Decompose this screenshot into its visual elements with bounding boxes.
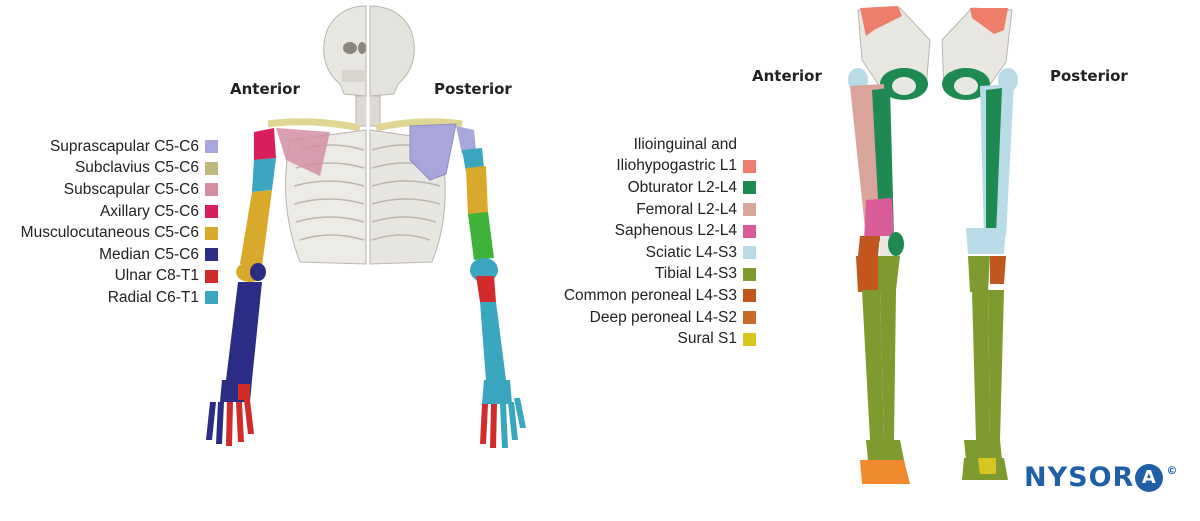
legend-swatch bbox=[205, 183, 218, 197]
legend-label: Musculocutaneous C5-C6 bbox=[20, 224, 199, 242]
legend-item-sural: Sural S1 bbox=[564, 328, 756, 350]
legend-swatch bbox=[205, 161, 218, 175]
legend-item-femoral: Femoral L2-L4 bbox=[564, 199, 756, 221]
legend-item-musculocutaneous: Musculocutaneous C5-C6 bbox=[21, 222, 218, 244]
anterior-leg bbox=[848, 68, 910, 484]
legend-swatch bbox=[205, 140, 218, 154]
legend-swatch bbox=[743, 332, 756, 346]
legend-item-tibial: Tibial L4-S3 bbox=[564, 264, 756, 286]
legend-swatch bbox=[205, 248, 218, 262]
logo-text-o: O bbox=[1088, 462, 1113, 493]
legend-label: Saphenous L2-L4 bbox=[614, 222, 737, 240]
legend-label: Deep peroneal L4-S2 bbox=[589, 308, 737, 326]
legend-label: Femoral L2-L4 bbox=[636, 200, 737, 218]
lower-posterior-label: Posterior bbox=[1050, 67, 1128, 85]
posterior-arm bbox=[456, 126, 526, 448]
legend-swatch bbox=[743, 224, 756, 238]
legend-label: Tibial L4-S3 bbox=[654, 265, 737, 283]
legend-item-subclavius: Subclavius C5-C6 bbox=[21, 158, 218, 180]
lower-anterior-label: Anterior bbox=[752, 67, 822, 85]
legend-swatch bbox=[743, 289, 756, 303]
legend-swatch bbox=[743, 203, 756, 217]
legend-label: Iliohypogastric L1 bbox=[616, 157, 737, 175]
suprascapular-region bbox=[409, 123, 457, 181]
legend-item-sciatic: Sciatic L4-S3 bbox=[564, 242, 756, 264]
legend-item-suprascapular: Suprascapular C5-C6 bbox=[21, 136, 218, 158]
logo-mark: A bbox=[1135, 463, 1164, 492]
legend-label: Sciatic L4-S3 bbox=[645, 243, 737, 261]
legend-swatch bbox=[205, 205, 218, 219]
legend-label: Common peroneal L4-S3 bbox=[563, 286, 737, 304]
upper-posterior-label: Posterior bbox=[434, 80, 512, 98]
jaw bbox=[342, 70, 366, 82]
legend-item-ulnar: Ulnar C8-T1 bbox=[21, 266, 218, 288]
legend-item-deep-peroneal: Deep peroneal L4-S2 bbox=[564, 307, 756, 329]
legend-label: Axillary C5-C6 bbox=[99, 202, 199, 220]
legend-item-obturator: Obturator L2-L4 bbox=[564, 177, 756, 199]
legend-label: Ulnar C8-T1 bbox=[114, 267, 199, 285]
legend-label: Ilioinguinal and bbox=[633, 135, 737, 153]
legend-item-axillary: Axillary C5-C6 bbox=[21, 201, 218, 223]
logo-text-right: R bbox=[1112, 462, 1135, 493]
logo-text-left: NYS bbox=[1024, 462, 1089, 493]
legend-item-common-peroneal: Common peroneal L4-S3 bbox=[564, 285, 756, 307]
legend-swatch bbox=[743, 159, 756, 173]
legend-swatch bbox=[743, 267, 756, 281]
upper-limb-legend: Suprascapular C5-C6 Subclavius C5-C6 Sub… bbox=[21, 136, 218, 309]
legend-item-subscapular: Subscapular C5-C6 bbox=[21, 179, 218, 201]
legend-label: Median C5-C6 bbox=[99, 245, 199, 263]
clavicle-posterior bbox=[375, 118, 463, 132]
legend-swatch bbox=[205, 226, 218, 240]
legend-label: Radial C6-T1 bbox=[107, 288, 199, 306]
eye-socket-left bbox=[343, 42, 357, 54]
legend-label: Subscapular C5-C6 bbox=[63, 180, 199, 198]
legend-swatch bbox=[205, 269, 218, 283]
upper-torso bbox=[267, 0, 463, 270]
legend-item-saphenous: Saphenous L2-L4 bbox=[564, 220, 756, 242]
legend-label: Sural S1 bbox=[677, 330, 737, 348]
legend-label: Subclavius C5-C6 bbox=[74, 159, 199, 177]
subscapular-region bbox=[276, 128, 330, 176]
legend-swatch bbox=[743, 181, 756, 195]
legend-label: Suprascapular C5-C6 bbox=[49, 137, 199, 155]
legend-item-median: Median C5-C6 bbox=[21, 244, 218, 266]
skull-posterior bbox=[369, 5, 415, 97]
clavicle-anterior bbox=[267, 118, 361, 132]
legend-swatch bbox=[743, 311, 756, 325]
copyright-icon: © bbox=[1166, 464, 1179, 477]
legend-item-ilioinguinal-line: Ilioinguinal and bbox=[564, 134, 756, 156]
legend-swatch bbox=[205, 291, 218, 305]
pelvis bbox=[857, 0, 1013, 100]
legend-swatch bbox=[743, 246, 756, 260]
upper-anterior-label: Anterior bbox=[230, 80, 300, 98]
posterior-leg bbox=[962, 68, 1018, 480]
legend-item-iliohypogastric: Iliohypogastric L1 bbox=[564, 156, 756, 178]
legend-label: Obturator L2-L4 bbox=[627, 178, 737, 196]
anterior-arm bbox=[206, 128, 276, 446]
legend-item-radial: Radial C6-T1 bbox=[21, 287, 218, 309]
eye-socket-right bbox=[358, 42, 366, 54]
lower-limb-legend: Ilioinguinal and Iliohypogastric L1 Obtu… bbox=[564, 134, 756, 350]
